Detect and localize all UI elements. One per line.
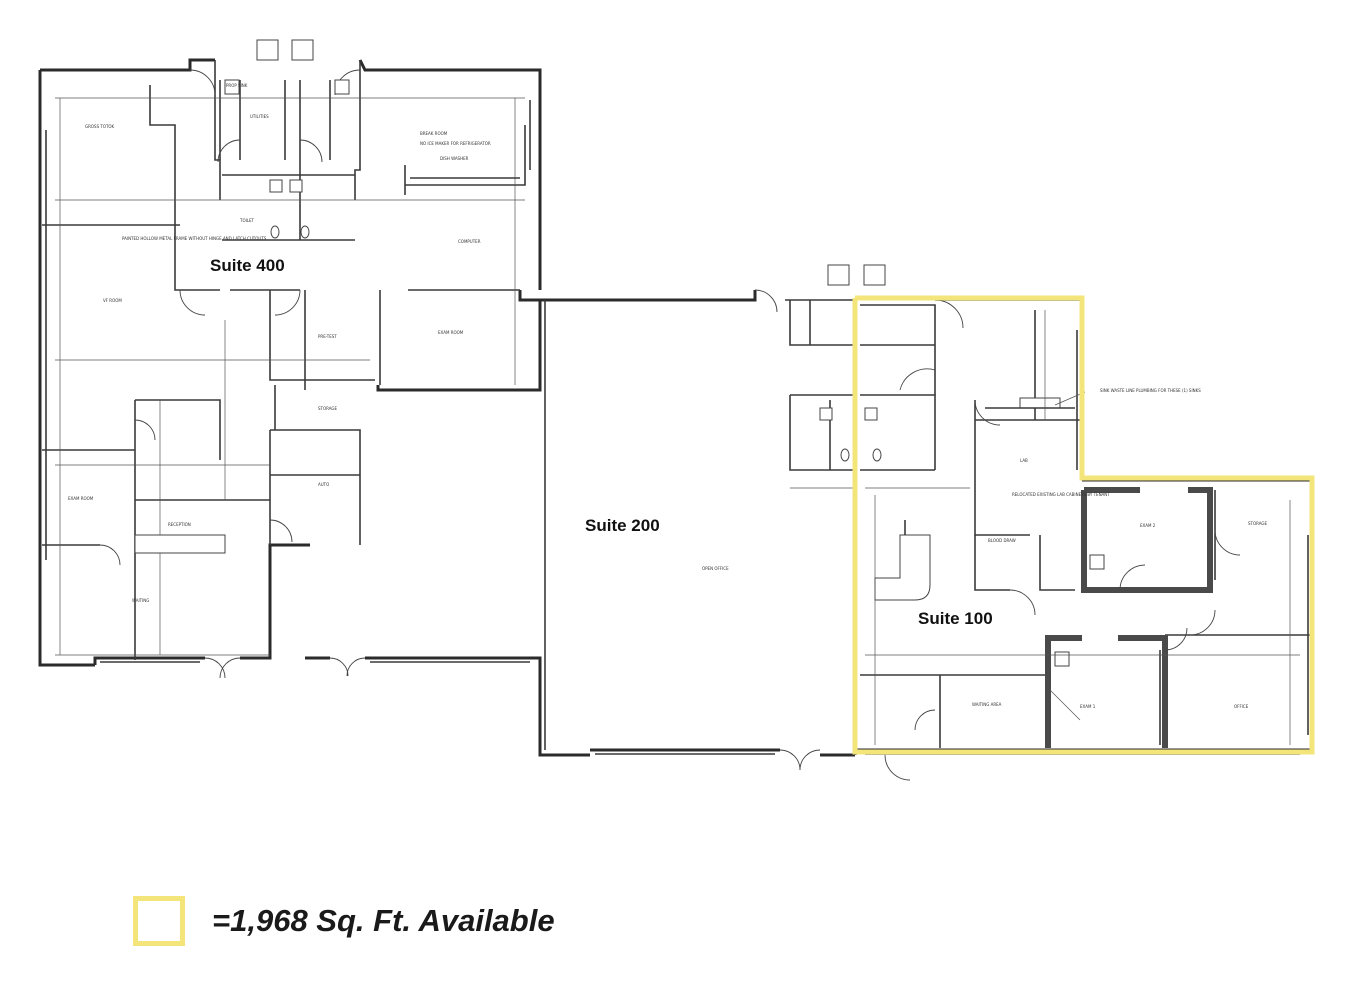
room-note: COMPUTER (458, 239, 481, 244)
room-note: RELOCATED EXISTING LAB CABINETS BY TENAN… (1012, 492, 1110, 497)
room-note: NO ICE MAKER FOR REFRIGERATOR (420, 141, 491, 146)
room-note: UTILITIES (250, 114, 269, 119)
available-area-highlight (852, 295, 1315, 755)
room-note: LAB (1020, 458, 1028, 463)
room-note: OPEN OFFICE (702, 566, 729, 571)
room-note: OFFICE (1234, 704, 1249, 709)
room-note: AUTO (318, 482, 329, 487)
suite-100-fixtures (864, 397, 1105, 667)
room-note: DISH WASHER (440, 156, 469, 161)
room-note: STORAGE (1248, 521, 1268, 526)
room-annotations: GROSS TOTOK PROP SINK UTILITIES BREAK RO… (68, 83, 1268, 709)
suite-400-label: Suite 400 (210, 256, 285, 275)
room-note: WAITING AREA (972, 702, 1002, 707)
room-note: SINK WASTE LINE PLUMBING FOR THESE (1) S… (1100, 388, 1201, 393)
room-note: RECEPTION (168, 522, 191, 527)
room-note: VF ROOM (103, 298, 122, 303)
room-note: STORAGE (318, 406, 338, 411)
room-note: PAINTED HOLLOW METAL FRAME WITHOUT HINGE… (122, 236, 267, 241)
suite-100-dimensions (865, 310, 1300, 745)
suite-400-walls (38, 39, 542, 700)
room-note: EXAM 1 (1080, 704, 1096, 709)
room-note: PRE-TEST (318, 334, 337, 339)
suite-400-doors (99, 69, 366, 679)
room-note: GROSS TOTOK (85, 124, 115, 129)
room-note: EXAM ROOM (438, 330, 464, 335)
legend-swatch (133, 896, 185, 946)
room-note: EXAM ROOM (68, 496, 94, 501)
restroom-core-walls (785, 264, 886, 489)
suite-100-label: Suite 100 (918, 609, 993, 628)
suite-400-fixtures (134, 79, 520, 554)
room-note: TOILET (239, 218, 255, 223)
suite-100-doors (884, 299, 1241, 781)
suite-100-exam-walls (1045, 487, 1213, 748)
room-note: PROP SINK (226, 83, 248, 88)
suite-400-dimensions (55, 97, 525, 656)
room-note: BREAK ROOM (420, 131, 448, 136)
suite-200-walls (538, 289, 855, 771)
reception-counter (874, 520, 931, 601)
suite-200-label: Suite 200 (585, 516, 660, 535)
room-note: BLOOD DRAW (988, 538, 1016, 543)
legend-label: =1,968 Sq. Ft. Available (212, 903, 555, 938)
room-note: WAITING (132, 598, 149, 603)
room-note: EXAM 2 (1140, 523, 1156, 528)
floor-plan: Suite 400 Suite 200 Suite 100 GROSS TOTO… (38, 39, 1315, 781)
